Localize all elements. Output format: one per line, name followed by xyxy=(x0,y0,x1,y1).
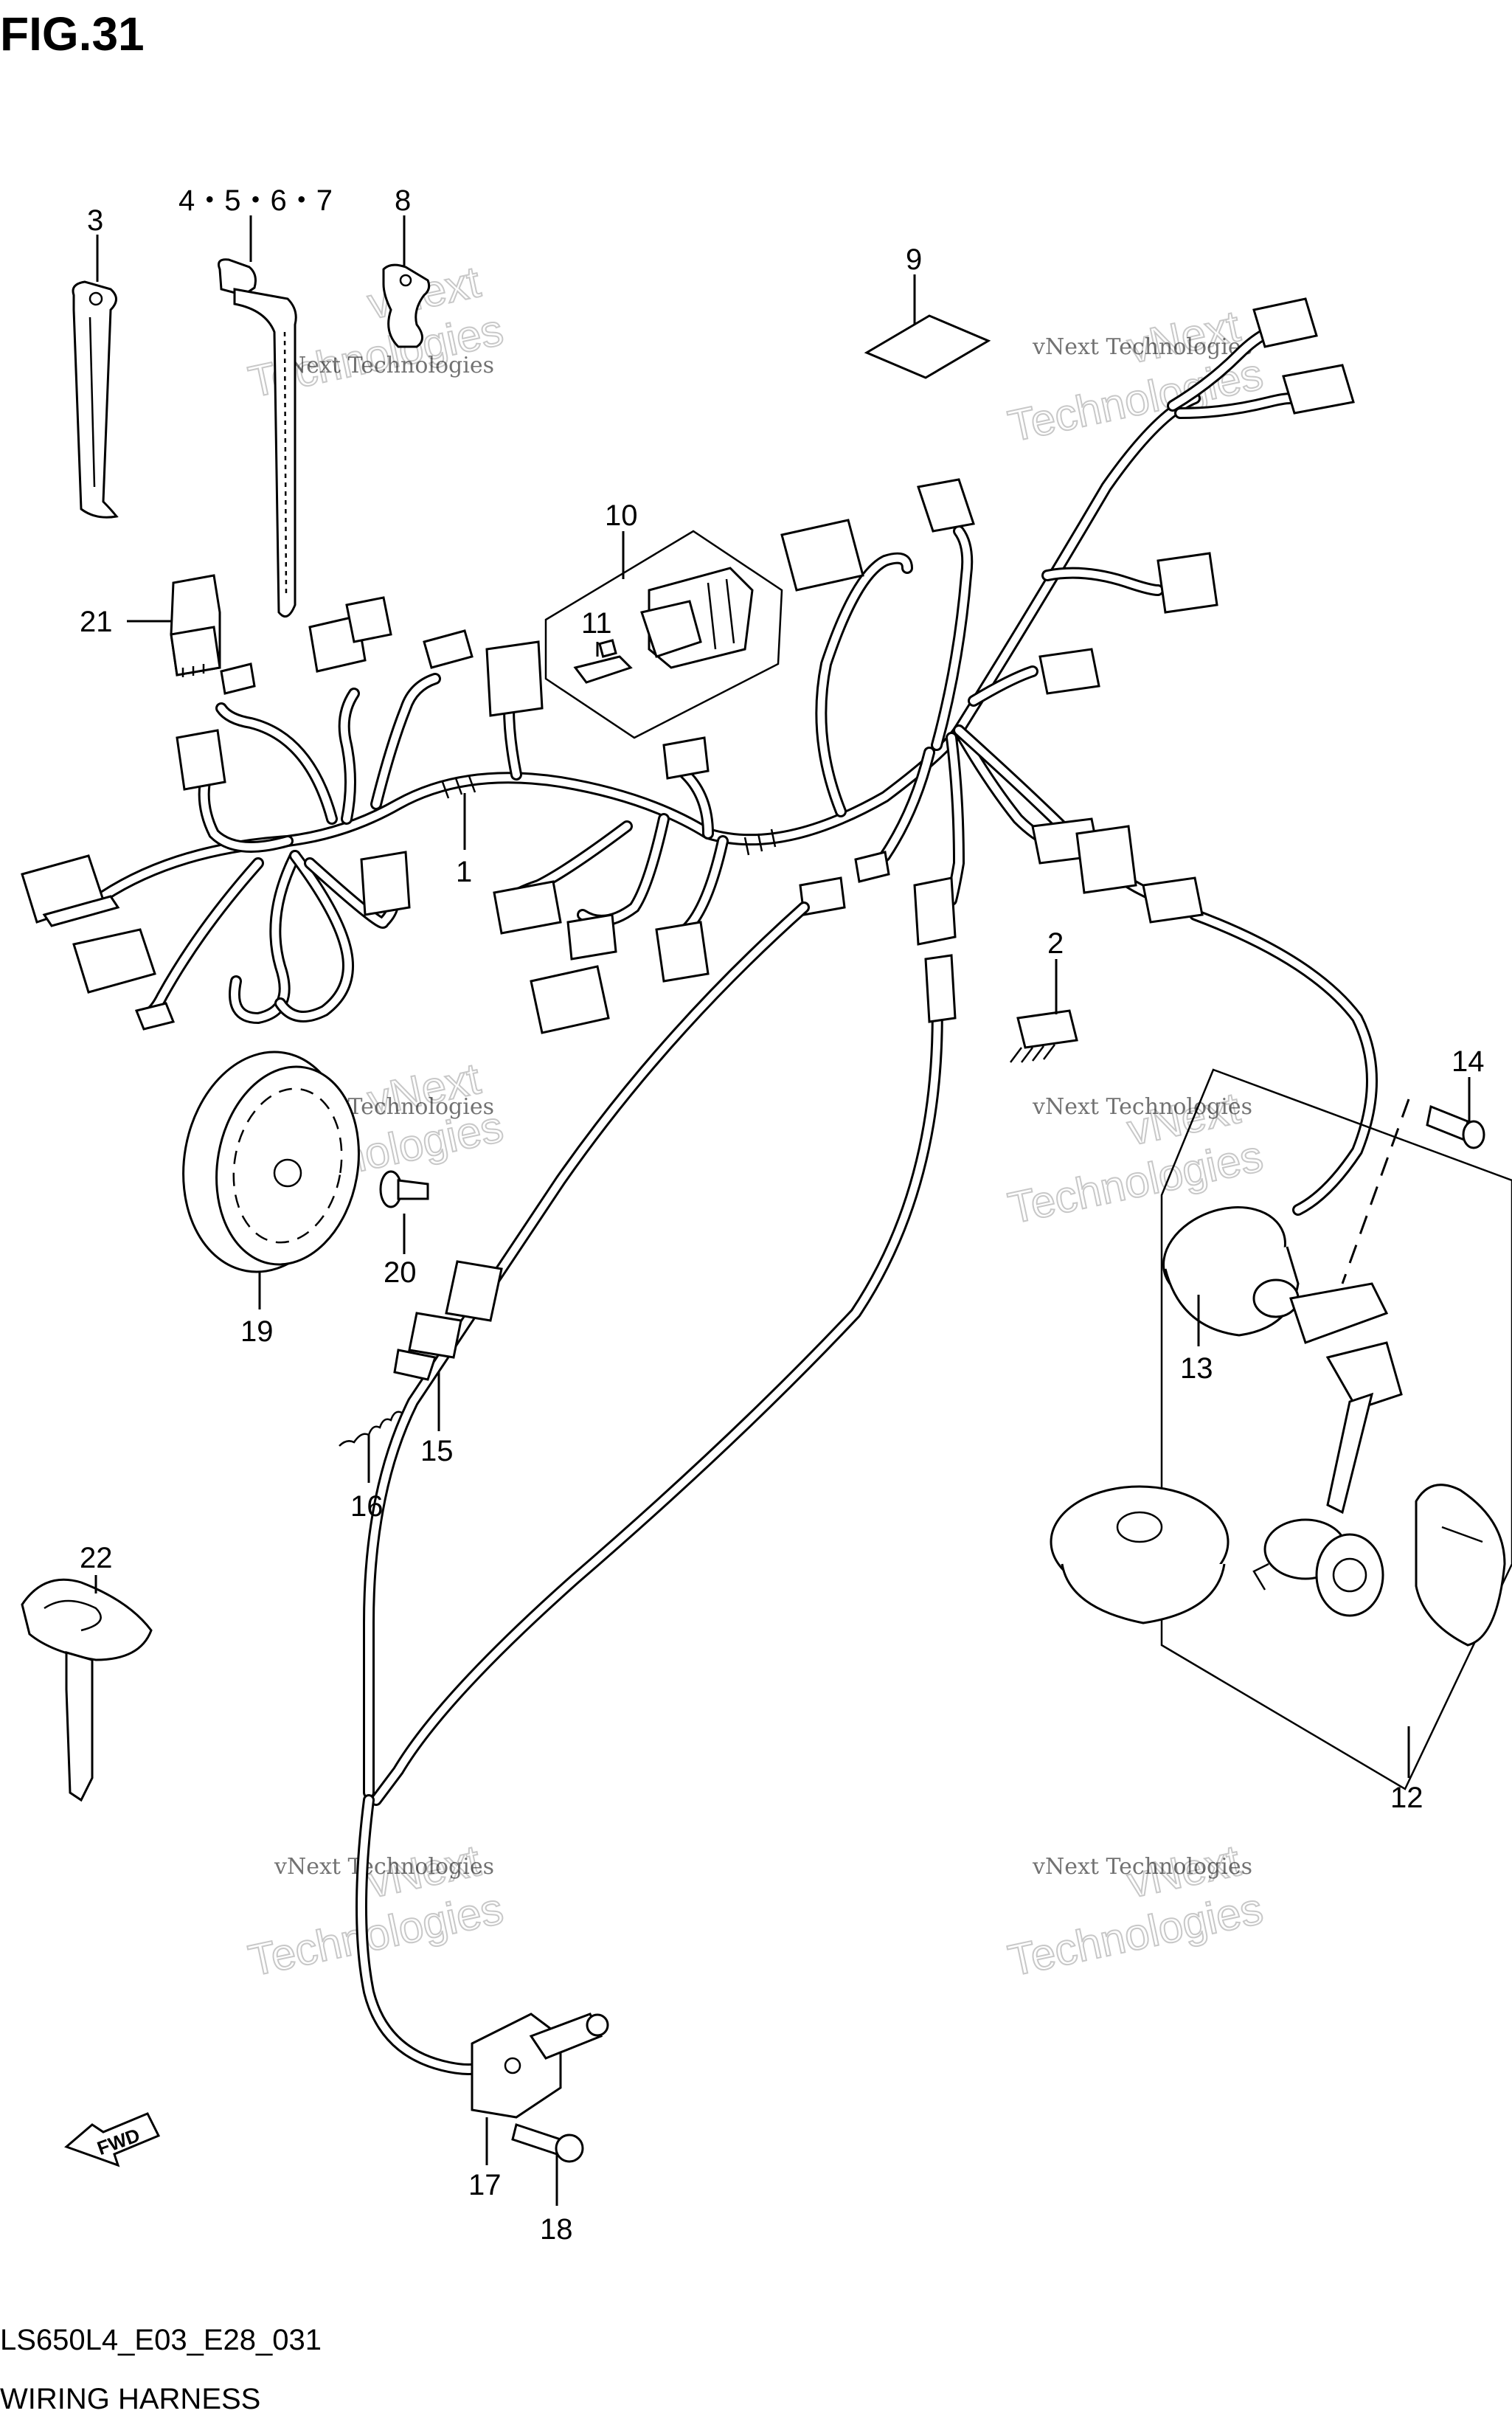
callout-9: 9 xyxy=(906,243,922,276)
fwd-arrow-icon: FWD xyxy=(64,2112,161,2167)
callout-13: 13 xyxy=(1180,1352,1213,1385)
callout-15: 15 xyxy=(420,1435,454,1467)
leader-lines xyxy=(94,215,1471,2206)
callout-numbers: 3 4・5・6・7 8 9 10 11 21 1 2 14 13 20 19 1… xyxy=(80,184,1485,2246)
callout-2: 2 xyxy=(1047,927,1064,960)
part-10-relay xyxy=(640,567,754,669)
harness-connectors xyxy=(21,297,1355,1034)
part-17-rear-brake-switch xyxy=(471,2013,609,2119)
watermark-small: vNext Technologies xyxy=(1032,1094,1252,1120)
part-21-relay xyxy=(170,574,221,677)
callout-20: 20 xyxy=(384,1256,417,1289)
rear-brake-cable xyxy=(356,901,957,2075)
callout-10: 10 xyxy=(605,499,638,532)
callout-14: 14 xyxy=(1452,1045,1485,1078)
part-16-spring xyxy=(339,1411,403,1447)
callout-1: 1 xyxy=(456,856,472,888)
callout-22: 22 xyxy=(80,1542,113,1574)
fwd-label: FWD xyxy=(94,2124,143,2159)
part-3-strap xyxy=(72,280,119,519)
callout-17: 17 xyxy=(468,2169,502,2201)
callout-11: 11 xyxy=(581,607,612,640)
part-9-label xyxy=(864,314,991,379)
figure-title: FIG.31 xyxy=(0,7,145,60)
callout-3: 3 xyxy=(87,204,103,237)
callout-19: 19 xyxy=(240,1315,274,1348)
part-8-clamp xyxy=(382,263,431,348)
callout-4-5-6-7: 4・5・6・7 xyxy=(178,184,333,217)
watermark-small: vNext Technologies xyxy=(274,1854,494,1880)
watermark-small: vNext Technologies xyxy=(1032,1854,1252,1880)
part-19-horn xyxy=(182,1051,360,1273)
part-10-fuse-box-set xyxy=(544,530,783,739)
part-14-bolt xyxy=(1426,1104,1485,1149)
fuel-cap-lock xyxy=(1050,1485,1230,1624)
watermark-small: vNext Technologies xyxy=(1032,334,1252,360)
part-15-brake-switch xyxy=(393,1260,503,1381)
part-11-fuse xyxy=(573,639,633,684)
part-4-7-cable-tie xyxy=(218,258,297,618)
callout-8: 8 xyxy=(395,184,411,217)
callout-12: 12 xyxy=(1390,1782,1423,1814)
seat-lock-cylinder xyxy=(1252,1518,1384,1617)
callout-18: 18 xyxy=(540,2213,573,2246)
lock-key xyxy=(1415,1484,1506,1647)
model-code: LS650L4_E03_E28_031 xyxy=(0,2324,322,2356)
watermark-group: Technologies vNext vNext Technologies Te… xyxy=(243,256,1268,1986)
part-2-terminal xyxy=(1010,1009,1078,1063)
figure-caption: WIRING HARNESS xyxy=(0,2383,260,2415)
part-18-bolt xyxy=(511,2123,584,2163)
callout-16: 16 xyxy=(350,1490,384,1523)
watermark-small: vNext Technologies xyxy=(274,353,494,378)
part-20-screw xyxy=(379,1170,429,1208)
part-22-key xyxy=(21,1578,153,1802)
callout-21: 21 xyxy=(80,606,113,638)
